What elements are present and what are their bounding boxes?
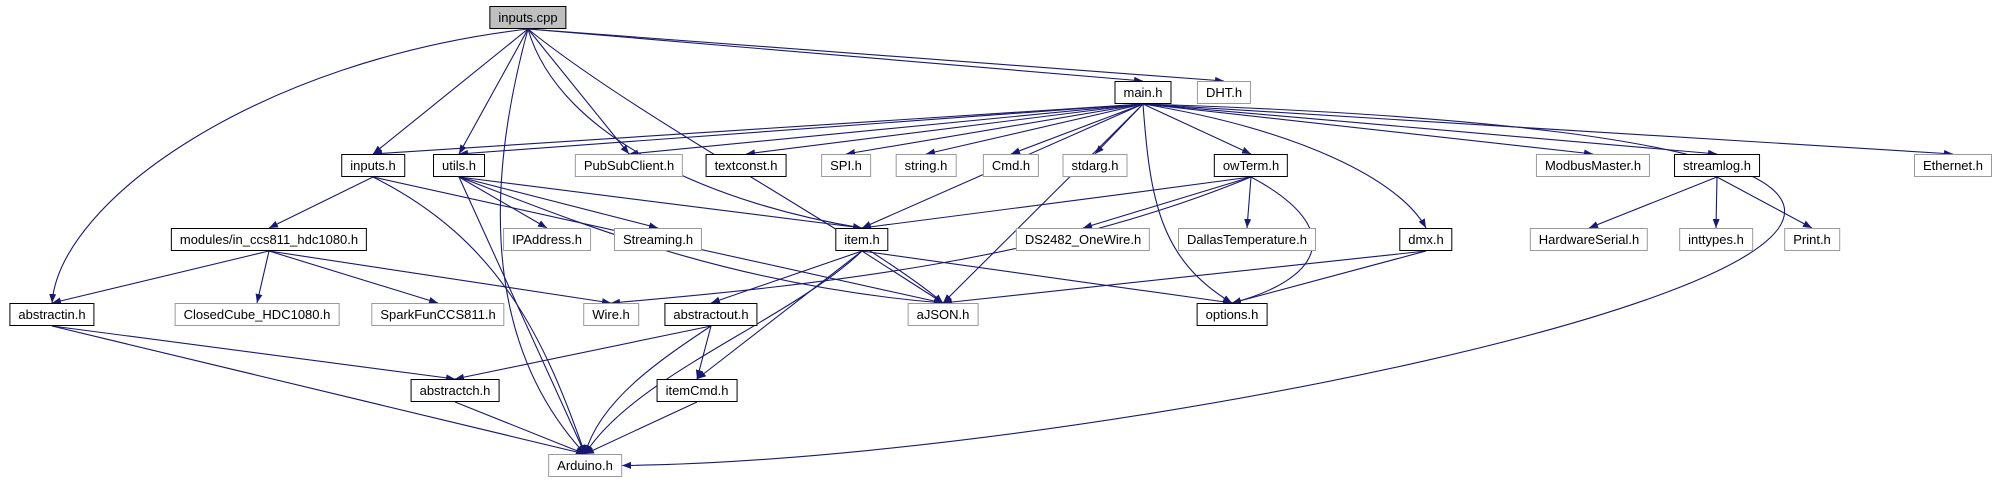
- graph-edge-inputs-cpp-to-inputs-h: [372, 28, 529, 155]
- graph-edge-main-h-to-dmx-h: [1142, 103, 1427, 229]
- graph-edge-inputs-cpp-to-utils-h: [458, 28, 529, 155]
- graph-node-owterm-h[interactable]: owTerm.h: [1213, 154, 1289, 177]
- graph-edge-abstractout-h-to-itemCmd-h: [695, 325, 712, 380]
- graph-edge-dmx-h-to-aJSON-h: [942, 250, 1427, 306]
- graph-edge-owTerm-h-to-DS2482-OneWire-h: [1082, 176, 1252, 229]
- graph-edge-utils-h-to-Arduino-h: [458, 176, 586, 455]
- graph-edge-abstractin-h-to-abstractch-h: [51, 325, 456, 382]
- graph-edge-inputs-cpp-to-main-h: [527, 28, 1144, 84]
- graph-node-wire-h[interactable]: Wire.h: [583, 303, 639, 326]
- graph-edge-item-h-to-options-h: [861, 250, 1233, 306]
- graph-edge-main-h-to-Ethernet-h: [1142, 103, 1954, 157]
- graph-edge-main-h-to-textconst-h: [745, 103, 1144, 157]
- graph-node-cmd-h[interactable]: Cmd.h: [982, 154, 1040, 177]
- graph-edge-streamlog-h-to-Print-h: [1716, 176, 1813, 229]
- graph-node-modbusmaster-h[interactable]: ModbusMaster.h: [1535, 154, 1651, 177]
- graph-node-dallastemperature-h[interactable]: DallasTemperature.h: [1178, 228, 1316, 251]
- graph-node-hardwareserial-h[interactable]: HardwareSerial.h: [1529, 228, 1649, 251]
- graph-edge-inputs-cpp-to-abstractin-h: [49, 28, 529, 304]
- graph-node-utils-h[interactable]: utils.h: [433, 154, 485, 177]
- graph-edge-abstractout-h-to-Arduino-h: [584, 325, 712, 455]
- graph-edge-main-h-to-PubSubClient-h: [628, 103, 1144, 157]
- graph-edge-streamlog-h-to-inttypes-h: [1712, 176, 1720, 229]
- graph-edge-main-h-to-streamlog-h: [1142, 103, 1718, 157]
- graph-edge-abstractin-h-to-Arduino-h: [51, 325, 586, 456]
- graph-edge-item-h-to-itemCmd-h: [696, 250, 863, 380]
- graph-edge-modules-in-ccs811-hdc1080-h-to-Wire-h: [268, 250, 612, 306]
- graph-node-ds2482-onewire-h[interactable]: DS2482_OneWire.h: [1015, 228, 1151, 251]
- graph-node-modules-in-ccs811-hdc1080-h[interactable]: modules/in_ccs811_hdc1080.h: [170, 228, 368, 251]
- graph-edge-owTerm-h-to-DallasTemperature-h: [1244, 176, 1252, 229]
- graph-node-streaming-h[interactable]: Streaming.h: [613, 228, 703, 251]
- graph-node-sparkfunccs811-h[interactable]: SparkFunCCS811.h: [371, 303, 505, 326]
- graph-edge-main-h-to-options-h: [1142, 103, 1233, 304]
- graph-edge-main-h-to-utils-h: [458, 103, 1144, 157]
- graph-edge-utils-h-to-item-h: [458, 176, 863, 231]
- graph-edge-main-h-to-Arduino-h: [621, 103, 1786, 469]
- graph-node-arduino-h[interactable]: Arduino.h: [548, 454, 622, 477]
- graph-edge-utils-h-to-IPAddress-h: [458, 176, 548, 229]
- graph-node-closedcube-hdc1080-h[interactable]: ClosedCube_HDC1080.h: [174, 303, 340, 326]
- graph-edge-main-h-to-owTerm-h: [1142, 103, 1252, 155]
- graph-edge-itemCmd-h-to-Arduino-h: [584, 401, 698, 455]
- graph-edge-inputs-h-to-Arduino-h: [372, 176, 586, 455]
- graph-node-abstractin-h[interactable]: abstractin.h: [9, 303, 95, 326]
- graph-node-inputs-cpp[interactable]: inputs.cpp: [489, 6, 567, 29]
- graph-node-ipaddress-h[interactable]: IPAddress.h: [503, 228, 591, 251]
- graph-edge-owTerm-h-to-options-h: [1231, 176, 1314, 305]
- graph-edge-main-h-to-string-h: [925, 103, 1144, 156]
- graph-edge-item-h-to-Arduino-h: [584, 250, 863, 455]
- graph-edge-utils-h-to-Streaming-h: [458, 176, 659, 230]
- graph-node-abstractch-h[interactable]: abstractch.h: [410, 379, 500, 402]
- graph-edge-streamlog-h-to-HardwareSerial-h: [1588, 176, 1718, 229]
- graph-edge-main-h-to-Cmd-h: [1010, 103, 1144, 155]
- graph-node-abstractout-h[interactable]: abstractout.h: [664, 303, 758, 326]
- graph-edge-abstractch-h-to-Arduino-h: [454, 401, 586, 455]
- graph-node-inputs-h[interactable]: inputs.h: [341, 154, 405, 177]
- graph-edge-inputs-cpp-to-DHT-h: [527, 28, 1225, 84]
- graph-edge-modules-in-ccs811-hdc1080-h-to-abstractin-h: [51, 250, 270, 305]
- graph-edge-main-h-to-ModbusMaster-h: [1142, 103, 1594, 157]
- graph-node-itemcmd-h[interactable]: itemCmd.h: [656, 379, 738, 402]
- graph-edge-main-h-to-aJSON-h: [942, 103, 1144, 304]
- graph-edge-item-h-to-abstractout-h: [710, 250, 863, 304]
- graph-edge-owTerm-h-to-Wire-h: [610, 176, 1252, 306]
- graph-edge-inputs-cpp-to-Arduino-h: [499, 28, 586, 455]
- graph-edge-inputs-h-to-modules-in-ccs811-hdc1080-h: [268, 176, 374, 229]
- graph-node-dht-h[interactable]: DHT.h: [1196, 81, 1252, 104]
- graph-node-ethernet-h[interactable]: Ethernet.h: [1914, 154, 1992, 177]
- graph-edge-modules-in-ccs811-hdc1080-h-to-SparkFunCCS811-h: [268, 250, 439, 304]
- graph-node-item-h[interactable]: item.h: [835, 228, 889, 251]
- graph-node-main-h[interactable]: main.h: [1114, 81, 1172, 104]
- graph-edge-inputs-cpp-to-PubSubClient-h: [527, 28, 630, 155]
- graph-edge-item-h-to-aJSON-h: [861, 250, 944, 304]
- graph-edge-modules-in-ccs811-hdc1080-h-to-ClosedCube-HDC1080-h: [255, 250, 270, 304]
- graph-node-streamlog-h[interactable]: streamlog.h: [1674, 154, 1760, 177]
- graph-node-textconst-h[interactable]: textconst.h: [705, 154, 787, 177]
- graph-edge-abstractout-h-to-abstractch-h: [454, 325, 712, 381]
- graph-node-spi-h[interactable]: SPI.h: [821, 154, 871, 177]
- graph-edge-main-h-to-inputs-h: [372, 103, 1144, 157]
- graph-node-string-h[interactable]: string.h: [895, 154, 957, 177]
- graph-node-stdarg-h[interactable]: stdarg.h: [1062, 154, 1128, 177]
- graph-node-ajson-h[interactable]: aJSON.h: [907, 303, 979, 326]
- graph-node-print-h[interactable]: Print.h: [1784, 228, 1840, 251]
- graph-node-pubsubclient-h[interactable]: PubSubClient.h: [574, 154, 684, 177]
- graph-edge-owTerm-h-to-item-h: [861, 176, 1252, 231]
- graph-edge-main-h-to-SPI-h: [845, 103, 1144, 156]
- graph-node-dmx-h[interactable]: dmx.h: [1399, 228, 1453, 251]
- graph-edge-dmx-h-to-options-h: [1231, 250, 1427, 305]
- graph-node-options-h[interactable]: options.h: [1196, 303, 1268, 326]
- graph-node-inttypes-h[interactable]: inttypes.h: [1679, 228, 1753, 251]
